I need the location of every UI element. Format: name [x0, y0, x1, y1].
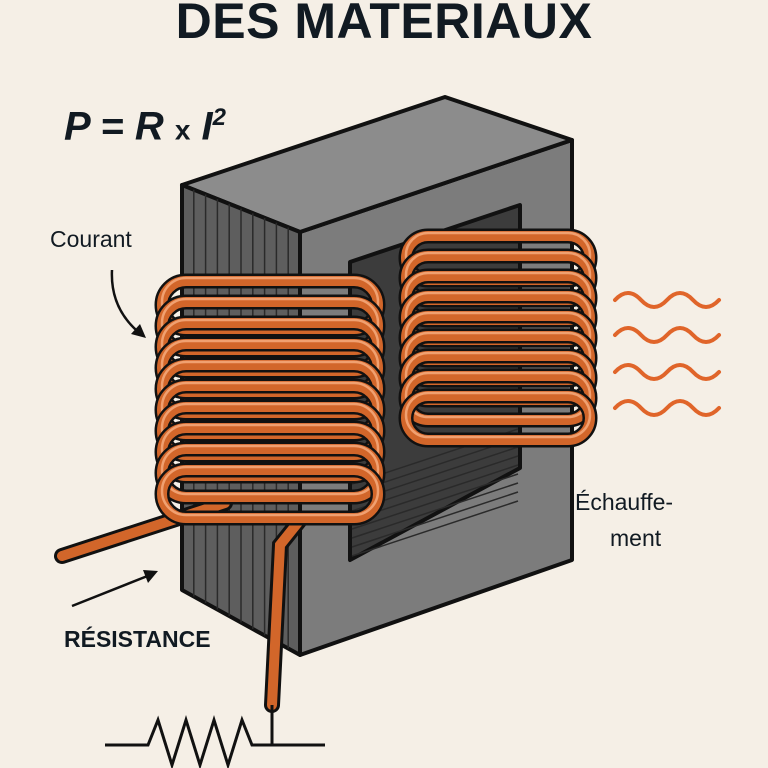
- resistance-arrow: [71, 573, 151, 608]
- formula-i: I: [201, 104, 213, 149]
- label-courant: Courant: [50, 226, 132, 252]
- joule-formula: P = R x I2: [64, 104, 226, 149]
- courant-arrow-head: [131, 324, 146, 338]
- label-echauffement: Échauffe-ment: [575, 484, 673, 556]
- label-resistance: RÉSISTANCE: [64, 626, 211, 652]
- formula-r: R: [134, 104, 164, 149]
- courant-arrow: [110, 269, 143, 336]
- formula-p: P: [64, 104, 90, 149]
- label-echauffement-1: Échauffe-: [575, 489, 674, 515]
- formula-exp: 2: [212, 104, 227, 131]
- heat-waves: [613, 291, 721, 417]
- right-coil-turn: [404, 391, 592, 439]
- formula-eq: =: [100, 104, 124, 149]
- left-coil-turn: [160, 465, 380, 517]
- right-coil-turn: [404, 371, 592, 419]
- left-coil-turn: [160, 444, 380, 496]
- lamination-line: [351, 500, 519, 557]
- label-echauffement-2: ment: [610, 525, 662, 551]
- lamination-line: [351, 491, 519, 548]
- formula-times: x: [174, 114, 191, 146]
- lamination-line: [351, 473, 519, 530]
- lamination-line: [351, 482, 519, 539]
- resistor-symbol: [105, 714, 325, 768]
- page-title: DES MATERIAUX: [175, 0, 593, 49]
